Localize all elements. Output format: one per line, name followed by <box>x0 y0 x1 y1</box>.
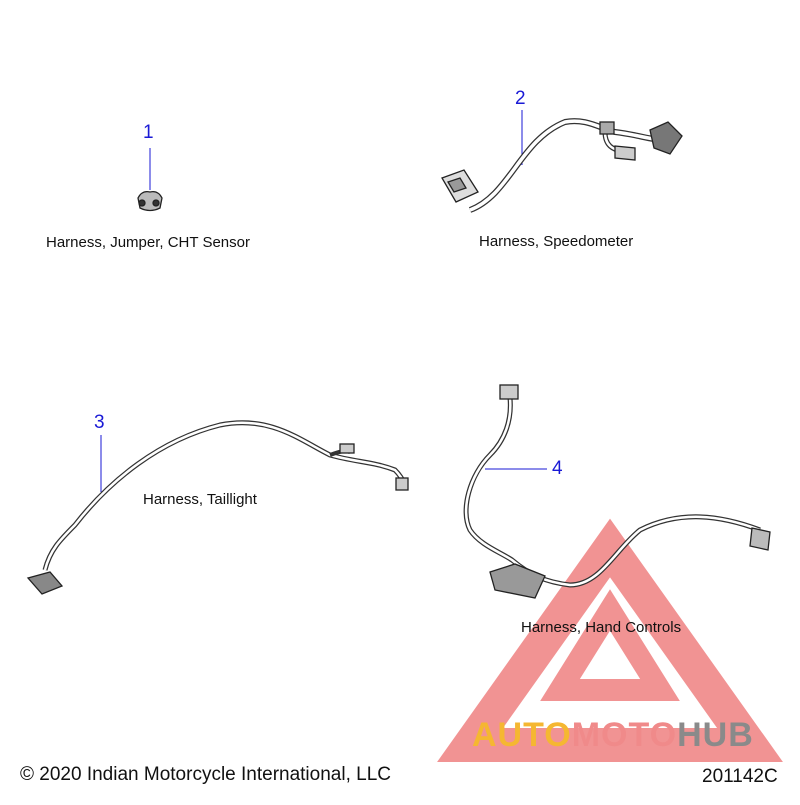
watermark-hub: HUB <box>677 716 754 754</box>
watermark-moto: MOTO <box>571 716 678 754</box>
part-3-drawing[interactable] <box>26 420 409 595</box>
watermark-logo <box>437 518 783 762</box>
callout-3[interactable]: 3 <box>94 412 105 433</box>
callout-1[interactable]: 1 <box>143 122 154 143</box>
part-4-drawing[interactable] <box>463 384 771 599</box>
part-4-label: Harness, Hand Controls <box>521 619 682 636</box>
watermark-text: AUTOMOTOHUB <box>472 716 754 756</box>
part-1-label: Harness, Jumper, CHT Sensor <box>46 234 250 251</box>
callout-2[interactable]: 2 <box>515 88 526 109</box>
part-3-label: Harness, Taillight <box>143 491 257 508</box>
copyright-text: © 2020 Indian Motorcycle International, … <box>20 764 391 785</box>
watermark-auto: AUTO <box>472 716 572 754</box>
part-1-drawing[interactable] <box>137 148 163 212</box>
diagram-code: 201142C <box>702 766 778 787</box>
part-2-label: Harness, Speedometer <box>479 233 634 250</box>
part-2-drawing[interactable] <box>441 110 683 213</box>
callout-4[interactable]: 4 <box>552 458 563 479</box>
